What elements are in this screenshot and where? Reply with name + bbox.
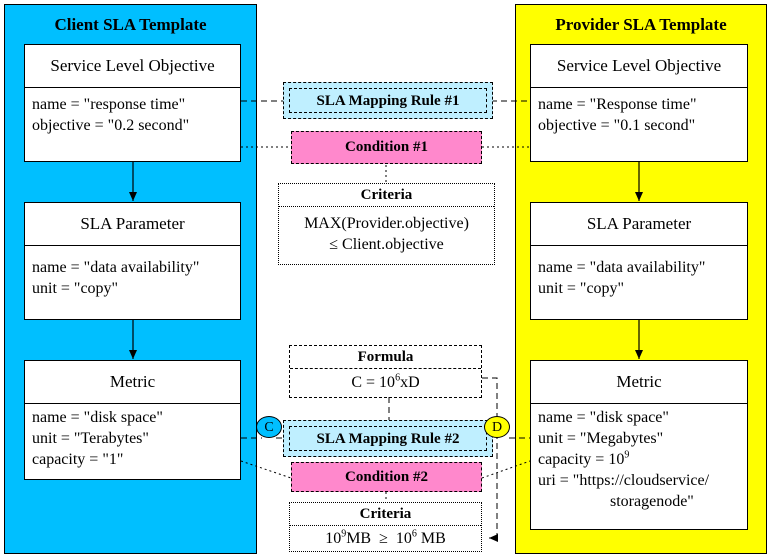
provider-metric-box: Metric name = "disk space" unit = "Megab… [530,360,748,530]
provider-metric-uri: uri = "https://cloudservice/ [538,472,710,489]
formula-expression: C = 106xD [290,369,481,397]
condition-2-label: Condition #2 [345,469,428,485]
criteria-1-line1: MAX(Provider.objective) [304,215,469,232]
provider-slo-name: name = "Response time" [538,96,697,113]
criteria-2-title: Criteria [290,503,481,526]
client-slo-header: Service Level Objective [25,45,240,88]
client-metric-box: Metric name = "disk space" unit = "Terab… [24,360,241,480]
client-slo-objective: objective = "0.2 second" [32,117,190,134]
rule-1-label: SLA Mapping Rule #1 [289,88,487,113]
client-metric-name: name = "disk space" [32,409,163,426]
sla-mapping-rule-1: SLA Mapping Rule #1 [283,82,493,119]
criteria-2-b-base: 10 [395,530,412,547]
provider-capacity-exponent: 9 [624,449,630,461]
criteria-1-box: Criteria MAX(Provider.objective) ≤ Clien… [278,183,495,265]
provider-param-header: SLA Parameter [531,203,747,246]
provider-slo-header: Service Level Objective [531,45,747,88]
provider-param-unit: unit = "copy" [538,280,625,297]
criteria-2-a-exp: 9 [341,528,347,540]
connector-c-label: C [264,420,274,435]
formula-exponent: 6 [395,372,401,384]
connector-d-circle: D [484,416,510,438]
provider-slo-box: Service Level Objective name = "Response… [530,44,748,162]
provider-capacity-prefix: capacity = 10 [538,451,625,468]
provider-metric-unit: unit = "Megabytes" [538,430,664,447]
condition-2: Condition #2 [291,462,482,492]
criteria-2-a-unit: MB [346,530,372,547]
formula-prefix: C = 10 [351,374,396,391]
connector-d-label: D [491,420,503,435]
provider-panel-title: Provider SLA Template [555,15,727,34]
client-slo-box: Service Level Objective name = "response… [24,44,241,162]
client-param-header: SLA Parameter [25,203,240,246]
criteria-2-b-unit: MB [420,530,446,547]
provider-param-name: name = "data availability" [538,259,706,276]
criteria-2-expression: 109MB ≥ 106 MB [290,526,481,552]
criteria-2-box: Criteria 109MB ≥ 106 MB [289,502,482,552]
client-metric-header: Metric [25,361,240,404]
criteria-2-b-exp: 6 [411,528,417,540]
client-param-box: SLA Parameter name = "data availability"… [24,202,241,320]
formula-box: Formula C = 106xD [289,345,482,398]
criteria-2-a-base: 10 [325,530,342,547]
provider-metric-name: name = "disk space" [538,409,669,426]
provider-param-box: SLA Parameter name = "data availability"… [530,202,748,320]
criteria-1-title: Criteria [279,184,494,207]
sla-mapping-rule-2: SLA Mapping Rule #2 [283,420,493,457]
client-metric-unit: unit = "Terabytes" [32,430,149,447]
provider-metric-header: Metric [531,361,747,404]
client-param-name: name = "data availability" [32,259,200,276]
connector-c-circle: C [256,416,282,438]
client-slo-name: name = "response time" [32,96,186,113]
formula-title: Formula [290,346,481,369]
client-param-unit: unit = "copy" [32,280,119,297]
client-metric-capacity: capacity = "1" [32,451,124,468]
condition-1-label: Condition #1 [345,139,428,155]
client-panel-title: Client SLA Template [54,15,207,34]
provider-slo-objective: objective = "0.1 second" [538,117,696,134]
rule-2-label: SLA Mapping Rule #2 [289,426,487,451]
criteria-2-operator: ≥ [379,530,388,547]
provider-metric-uri-cont: storagenode" [610,493,694,510]
condition-1: Condition #1 [291,131,482,164]
criteria-1-line2: ≤ Client.objective [329,236,444,253]
formula-suffix: xD [400,374,420,391]
provider-metric-capacity: capacity = 109 [538,449,740,470]
